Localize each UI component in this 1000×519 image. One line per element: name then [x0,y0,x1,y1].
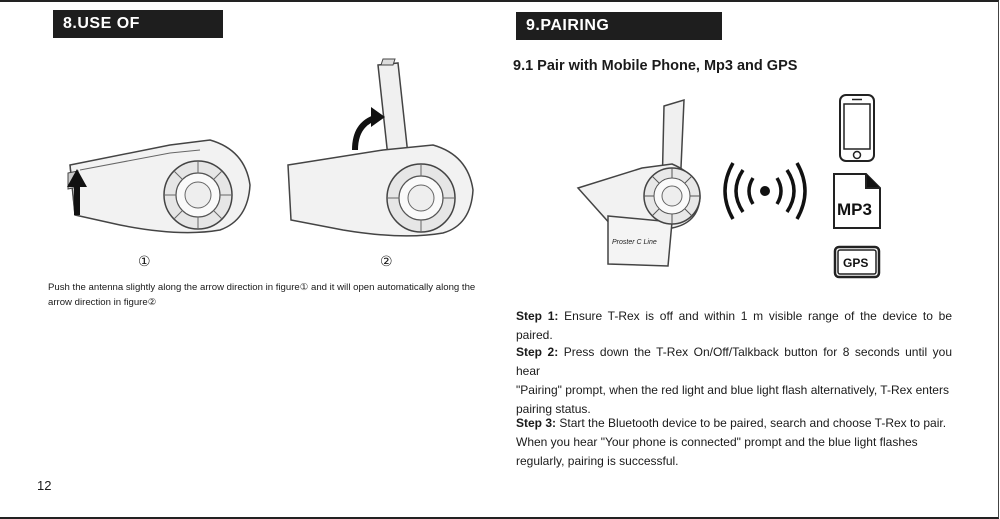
mp3-label: MP3 [837,200,872,219]
step-label: Step 2: [516,345,559,359]
step-text: Press down the T-Rex On/Off/Talkback but… [516,345,952,378]
step-1: Step 1: Ensure T-Rex is off and within 1… [516,307,952,345]
page-number: 12 [37,478,52,493]
step-label: Step 1: [516,309,559,323]
step-text: regularly, pairing is successful. [516,454,679,468]
step-text: pairing status. [516,402,591,416]
gps-label: GPS [843,256,868,270]
figure-label-1: ① [138,254,151,270]
step-text: Start the Bluetooth device to be paired,… [559,416,947,430]
step-text: Ensure T-Rex is off and within 1 m visib… [516,309,952,342]
step-3: Step 3: Start the Bluetooth device to be… [516,414,952,471]
step-2: Step 2: Press down the T-Rex On/Off/Talk… [516,343,952,419]
device-brand-text: Proster C Line [612,239,657,246]
pairing-subheading: 9.1 Pair with Mobile Phone, Mp3 and GPS [513,58,798,74]
headset-illustration: Proster C Line [576,98,701,267]
figure-label-2: ② [380,254,393,270]
wireless-signal-icon [723,162,807,220]
step-label: Step 3: [516,416,557,430]
caption-line: Push the antenna slightly along the arro… [48,282,476,293]
antenna-figure-1 [67,139,251,234]
section-heading-antenna: 8.USE OF ANTENNA [53,10,223,60]
antenna-caption: Push the antenna slightly along the arro… [48,280,488,310]
step-text: When you hear "Your phone is connected" … [516,435,918,449]
step-text: "Pairing" prompt, when the red light and… [516,383,949,397]
mp3-file-icon: MP3 [833,173,881,229]
gps-device-icon: GPS [833,245,881,279]
antenna-figure-2 [287,58,474,237]
section-heading-pairing: 9.PAIRING PROCEDURE [516,12,722,62]
mobile-phone-icon [839,94,875,162]
caption-line: arrow direction in figure② [48,297,157,308]
